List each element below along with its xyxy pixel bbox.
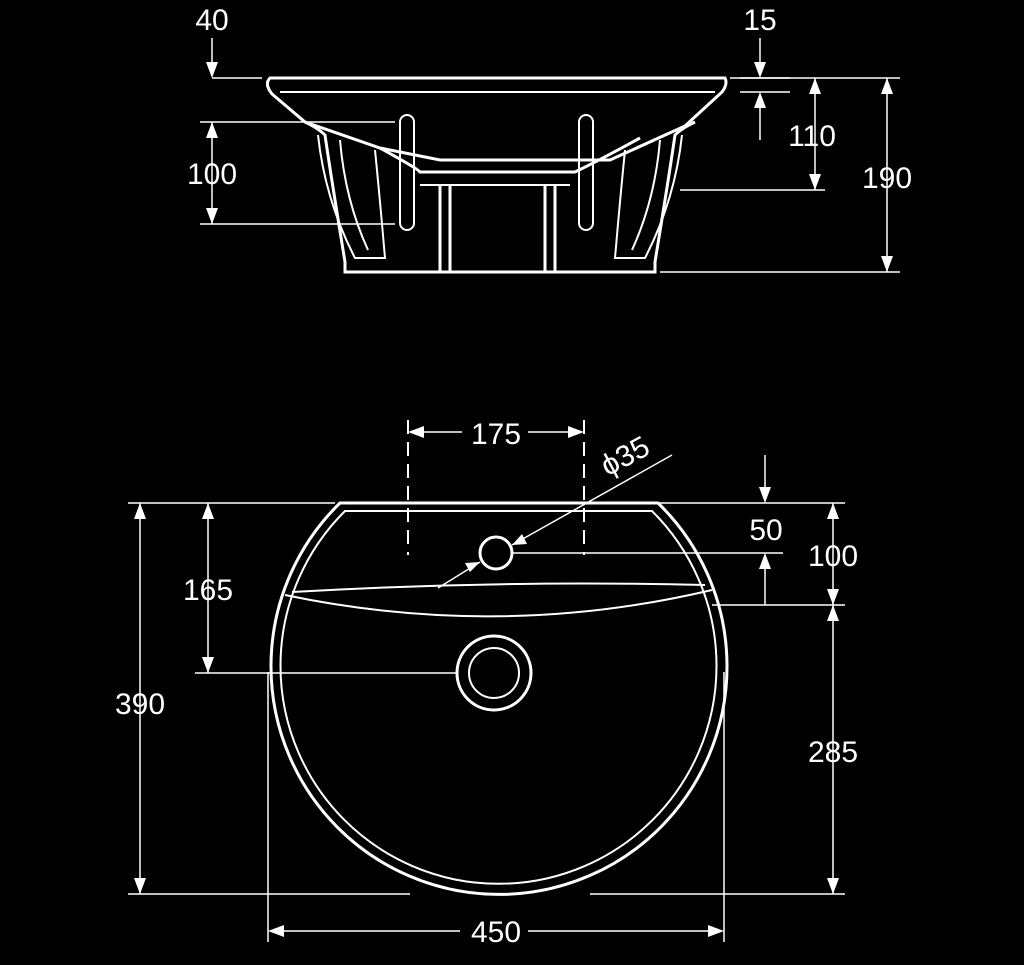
- top-deck-front-edge: [284, 589, 713, 618]
- dim-rim-thickness-label: 40: [195, 4, 228, 37]
- dim-tap-hole-from-wall-label: 50: [749, 514, 782, 547]
- tap-hole: [478, 535, 514, 571]
- top-inner-outline: [279, 510, 718, 885]
- top-outer-outline: [269, 501, 729, 896]
- side-left-bracket: [304, 120, 696, 274]
- dim-bracket-slot-height-label: 100: [187, 158, 237, 191]
- side-left-slot: [399, 114, 415, 231]
- dim-tap-hole-diameter-label: ϕ35: [595, 430, 655, 483]
- drain-inner: [468, 647, 520, 699]
- dim-bowl-depth: 285: [590, 605, 858, 895]
- side-pedestal: [438, 185, 557, 272]
- dim-deck-depth: 100: [712, 503, 858, 606]
- side-right-slot: [578, 114, 594, 231]
- dim-rim-thickness: 40: [195, 4, 262, 79]
- dim-rim-overhang: 15: [740, 4, 790, 140]
- dim-bracket-slot-height: 100: [187, 121, 395, 225]
- side-left-bracket-curve: [339, 139, 369, 251]
- side-basin-bottom: [379, 136, 641, 174]
- dim-total-height-label: 190: [862, 162, 912, 195]
- dim-tap-hole-spacing-label: 175: [471, 418, 521, 451]
- dim-tap-hole-spacing: 175: [407, 418, 585, 555]
- dim-drain-from-wall-label: 165: [183, 574, 233, 607]
- dim-total-width: 450: [267, 672, 725, 949]
- top-view: 175 ϕ35 50 100: [115, 418, 858, 949]
- dim-deck-depth-label: 100: [808, 540, 858, 573]
- dim-total-height: 190: [660, 77, 912, 273]
- dim-bracket-height-label: 110: [788, 120, 836, 153]
- dim-total-depth: 390: [115, 502, 410, 895]
- dim-rim-overhang-label: 15: [743, 4, 776, 37]
- top-deck-back-edge: [291, 582, 706, 593]
- side-left-bracket-inner: [317, 134, 387, 259]
- side-right-bracket-inner: [613, 134, 683, 259]
- dim-tap-hole-diameter: ϕ35: [437, 430, 673, 589]
- side-view: 40 15 110 190: [187, 4, 912, 274]
- dim-total-depth-label: 390: [115, 688, 165, 721]
- dim-total-width-label: 450: [471, 916, 521, 949]
- side-rim-outline: [265, 76, 728, 162]
- dim-drain-from-wall: 165: [183, 503, 457, 674]
- dim-bowl-depth-label: 285: [808, 736, 858, 769]
- dim-bracket-height: 110: [680, 78, 836, 191]
- dim-tap-hole-from-wall: 50: [512, 455, 845, 605]
- side-right-bracket-curve: [631, 139, 661, 251]
